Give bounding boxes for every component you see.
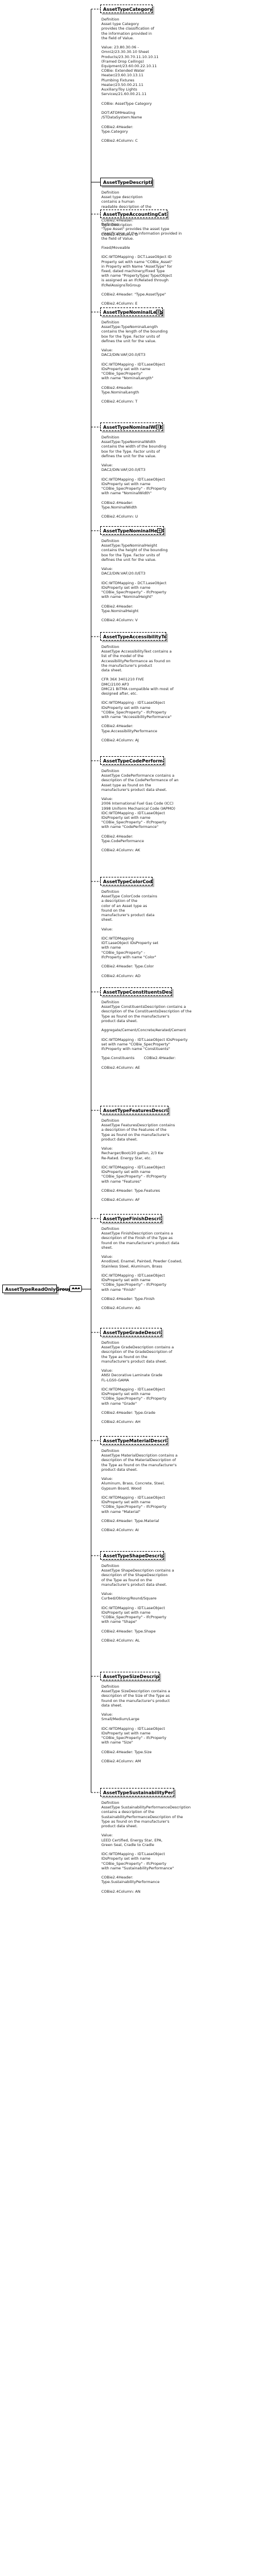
element-box[interactable]: AssetTypeSustainabilityPerfor... — [100, 1788, 174, 1796]
element-documentation: Definition AssetType MaterialDescription… — [101, 1449, 178, 1533]
element-documentation: Definition AssetType:TypeNominalHeight c… — [101, 539, 168, 623]
element-label: AssetTypeSustainabilityPerfor... — [103, 1790, 174, 1795]
element-documentation: Definition AssetType SizeDescription con… — [101, 1684, 170, 1764]
sequence-icon — [69, 1285, 82, 1292]
element-documentation: Definition AssetType ColorCode contains … — [101, 889, 159, 978]
element-documentation: Definition AssetType GradeDescription co… — [101, 1340, 174, 1425]
element-label: AssetTypeDescription — [103, 180, 153, 185]
element-box[interactable]: AssetTypeCategory — [100, 5, 153, 13]
element-documentation: Definition "Type Asset" provides the ass… — [101, 222, 182, 306]
element-label: AssetTypeNominalHeight — [103, 528, 164, 534]
expand-icon[interactable]: + — [157, 528, 162, 533]
element-box[interactable]: AssetTypeNominalWidth+ — [100, 423, 163, 431]
element-label: AssetTypeNominalLength — [103, 310, 163, 315]
element-label: AssetTypeAccessibilityText — [103, 634, 166, 639]
element-documentation: Definition AssetType CodePerformance con… — [101, 769, 179, 853]
expand-icon[interactable]: + — [156, 310, 161, 314]
element-documentation: Definition AssetType ConstituentsDescrip… — [101, 1000, 192, 1070]
element-box[interactable]: AssetTypeDescription — [100, 178, 153, 186]
element-label: AssetTypeColorCode — [103, 879, 153, 884]
element-box[interactable]: AssetTypeNominalLength+ — [100, 307, 163, 316]
element-documentation: Definition AssetType AccessibilityText c… — [101, 645, 174, 743]
element-label: AssetTypeAccountingCategory — [103, 212, 167, 217]
element-label: AssetTypeNominalWidth — [103, 425, 163, 430]
element-box[interactable]: AssetTypeAccountingCategory — [100, 210, 167, 218]
element-documentation: Definition AssetType SustainabilityPerfo… — [101, 1800, 191, 1894]
element-documentation: Definition AssetType:TypeNominalLength c… — [101, 320, 168, 404]
element-documentation: Definition AssetType FeaturesDescription… — [101, 1118, 175, 1203]
expand-icon[interactable]: + — [156, 425, 161, 429]
element-documentation: Definition AssetType FinishDescription c… — [101, 1227, 183, 1311]
element-box[interactable]: AssetTypeAccessibilityText — [100, 632, 166, 641]
root-group-label: AssetTypeReadOnlyGroup — [5, 1287, 72, 1292]
element-documentation: Definition AssetType:TypeNominalWidth co… — [101, 435, 167, 519]
element-box[interactable]: AssetTypeColorCode — [100, 877, 153, 885]
element-documentation: Definition AssetType ShapeDescription co… — [101, 1564, 174, 1643]
element-label: AssetTypeCategory — [103, 7, 153, 12]
element-box[interactable]: AssetTypeNominalHeight+ — [100, 526, 164, 535]
root-group-box[interactable]: AssetTypeReadOnlyGroup — [2, 1285, 71, 1293]
element-documentation: Definition Asset type Category provides … — [101, 17, 159, 143]
